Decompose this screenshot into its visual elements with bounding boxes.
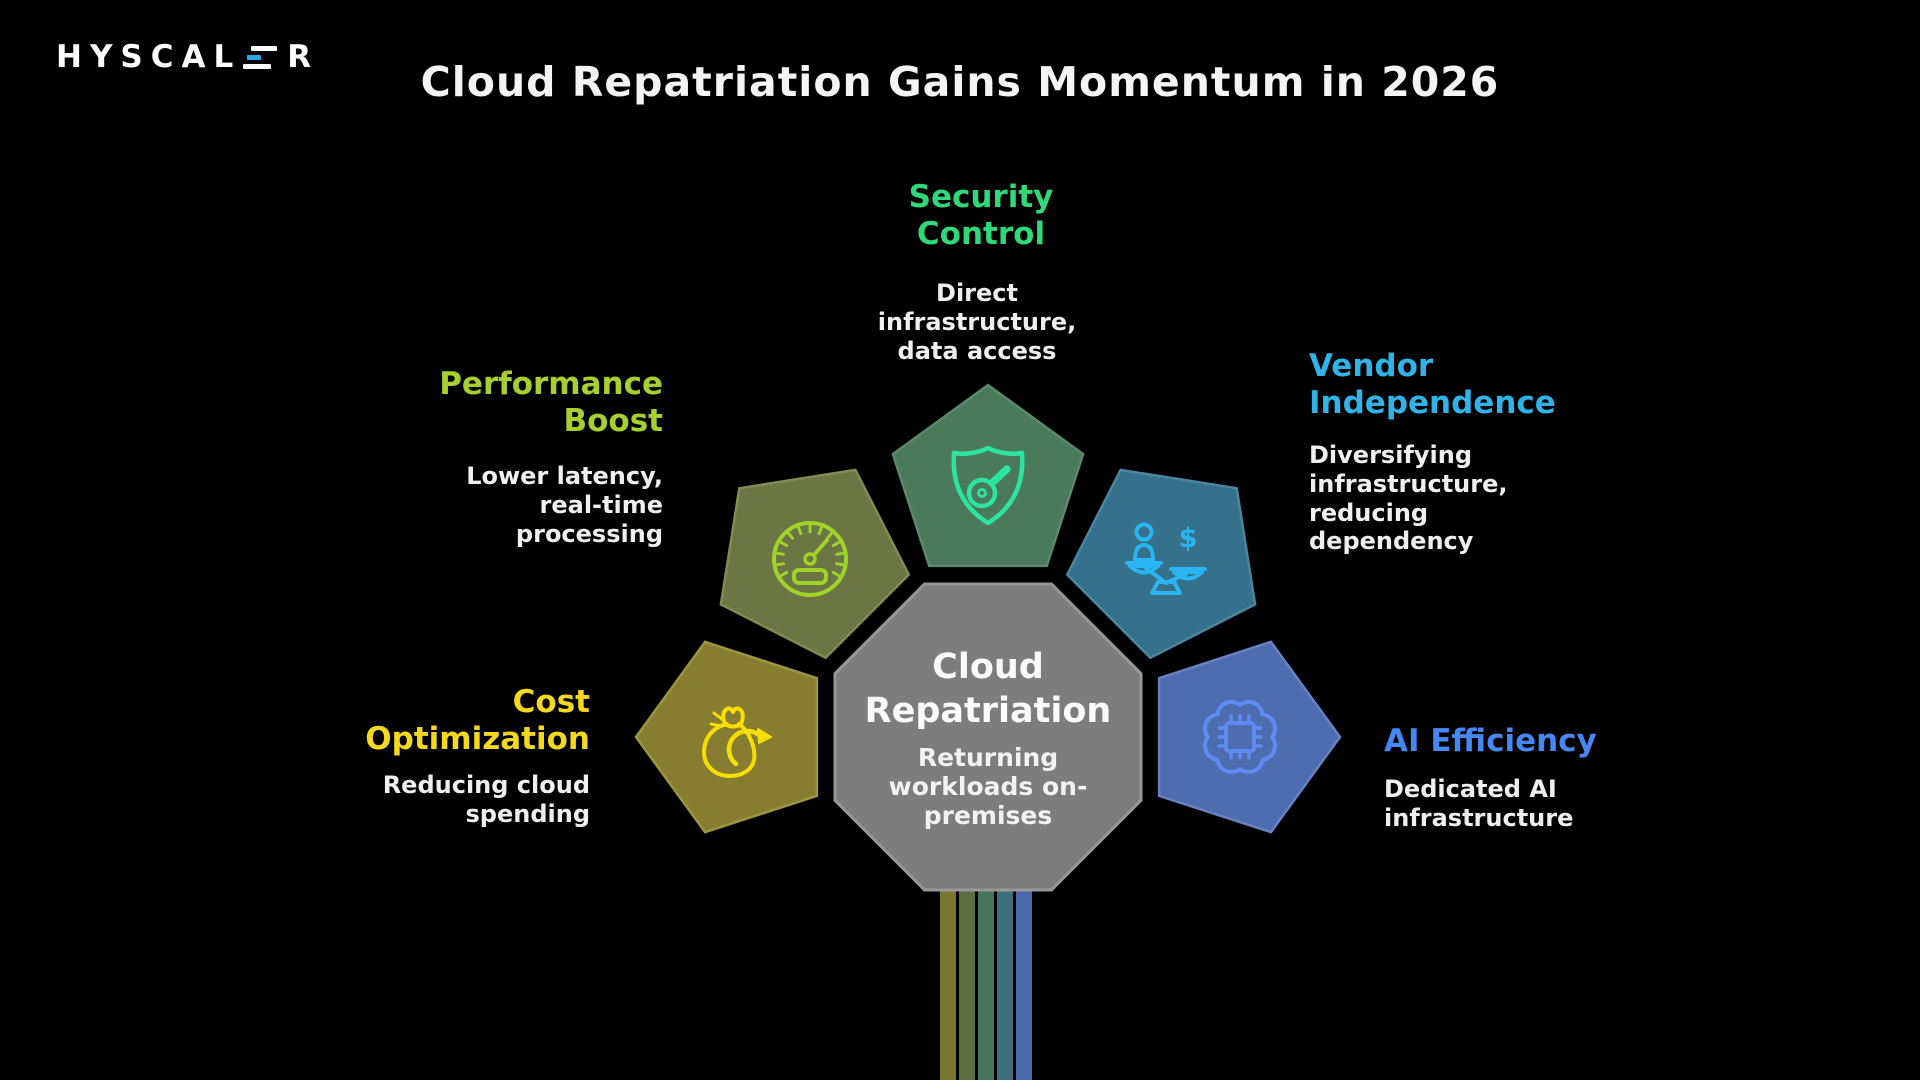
pentagon-shape <box>634 640 819 834</box>
money-bag-icon <box>702 706 772 778</box>
security-control-description: Direct infrastructure, data access <box>877 279 1077 365</box>
center-subtitle: Returning workloads on- premises <box>888 743 1088 830</box>
petal-security-control <box>891 383 1085 568</box>
vendor-independence-description: Diversifying infrastructure, reducing de… <box>1309 441 1508 556</box>
center-title: Cloud Repatriation <box>864 647 1112 731</box>
speedometer-icon <box>772 521 848 597</box>
trunk-stripe <box>940 889 956 1080</box>
ai-efficiency-label: AI Efficiency <box>1384 723 1597 759</box>
logo-e-bar-top <box>251 46 278 51</box>
vendor-independence-label: Vendor Independence <box>1309 348 1556 422</box>
center-octagon <box>833 582 1143 892</box>
hyscaler-logo: HYSCAL R <box>56 42 319 73</box>
petal-cost-optimization <box>634 640 819 834</box>
trunk-stripe <box>978 889 994 1080</box>
performance-boost-label: Performance Boost <box>439 366 663 440</box>
trunk-stripes <box>940 889 1032 1080</box>
logo-text-left: HYSCAL <box>56 39 242 75</box>
petal-vendor-independence: $ <box>1065 468 1257 660</box>
cost-optimization-label: Cost Optimization <box>365 684 590 758</box>
performance-boost-description: Lower latency, real-time processing <box>466 462 663 548</box>
octagon-shape <box>833 582 1143 892</box>
petal-performance-boost <box>719 468 911 660</box>
petal-ai-efficiency <box>1157 640 1342 834</box>
shield-key-icon <box>951 445 1025 526</box>
logo-e-bar-accent <box>247 55 262 60</box>
pentagon-shape <box>1157 640 1342 834</box>
ai-efficiency-description: Dedicated AI infrastructure <box>1384 775 1574 832</box>
logo-text-right: R <box>287 39 320 75</box>
security-control-label: Security Control <box>908 179 1054 253</box>
pentagon-shape <box>719 468 911 660</box>
trunk-stripe <box>959 889 975 1080</box>
cost-optimization-description: Reducing cloud spending <box>382 771 590 828</box>
dollar-sign-glyph: $ <box>1179 523 1198 554</box>
balance-scale-icon: $ <box>1125 522 1207 595</box>
brain-chip-icon <box>1202 699 1278 775</box>
pentagon-shape <box>891 383 1085 568</box>
logo-e-bar-bottom <box>243 64 272 69</box>
trunk-stripe <box>1016 889 1032 1080</box>
trunk-stripe <box>997 889 1013 1080</box>
page-title: Cloud Repatriation Gains Momentum in 202… <box>420 58 1500 106</box>
logo-e-icon <box>243 46 278 69</box>
